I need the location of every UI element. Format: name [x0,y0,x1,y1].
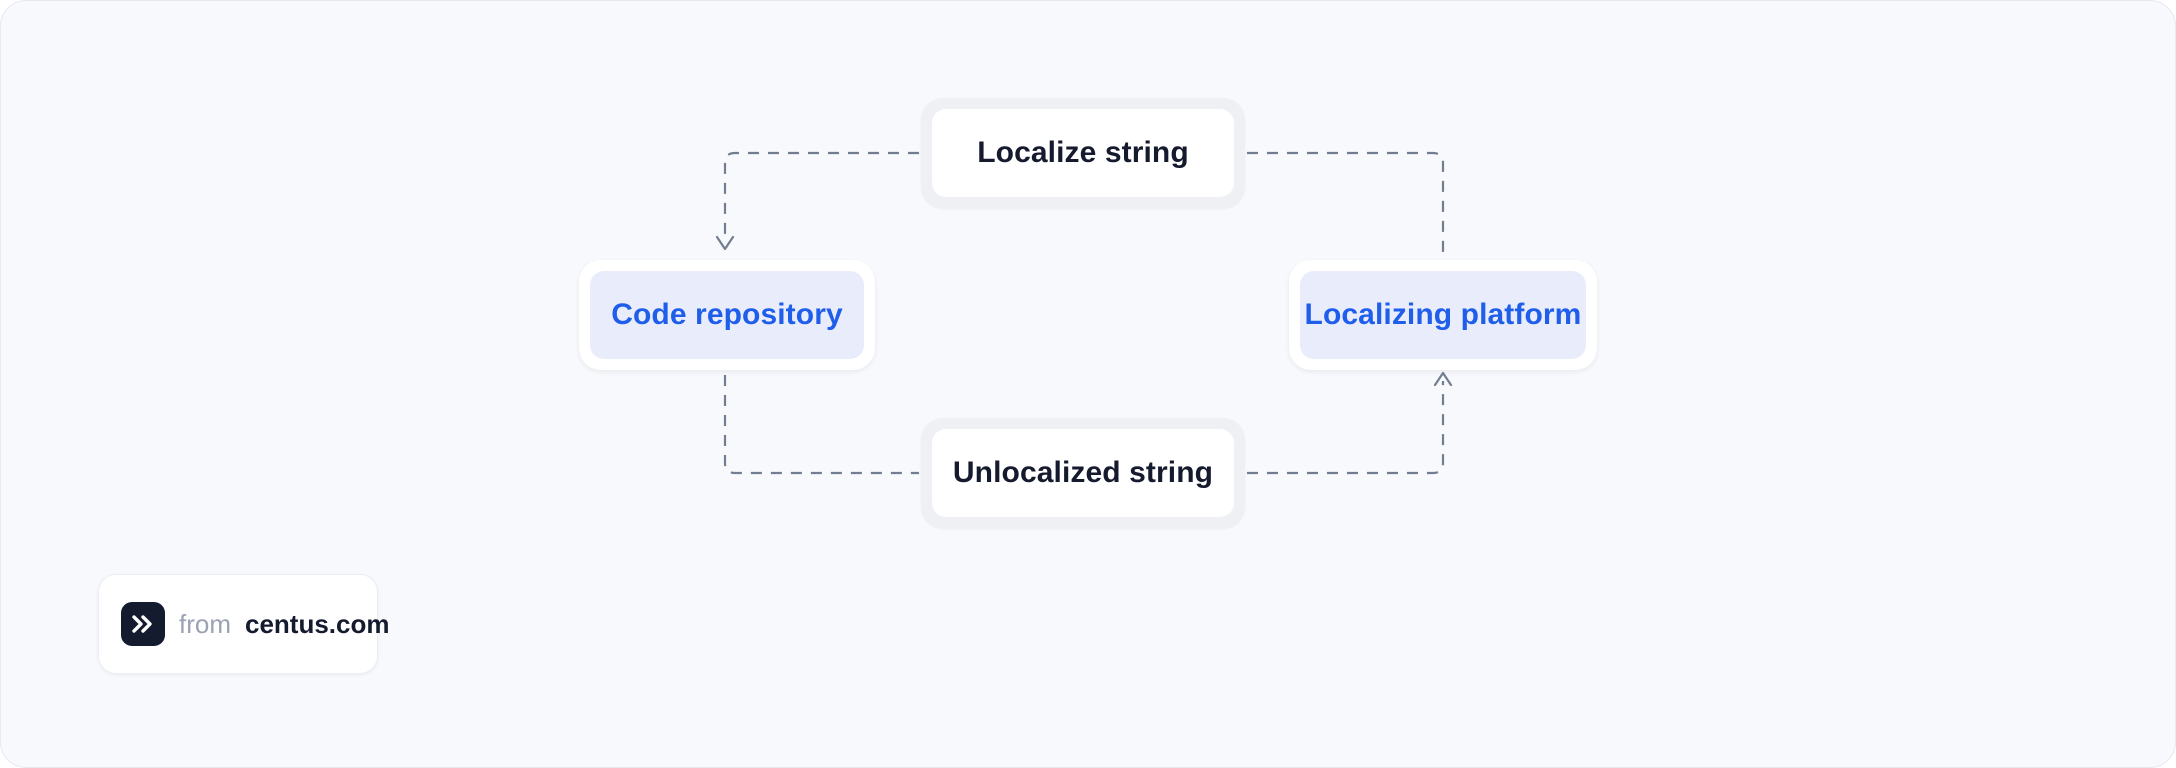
node-unlocalized-string-label: Unlocalized string [952,456,1214,489]
node-code-repository-card: Code repository [590,271,864,359]
edge-localize-string-to-code-repository [723,151,919,241]
attribution-badge[interactable]: from centus.com [98,574,390,674]
node-localizing-platform-card: Localizing platform [1300,271,1586,359]
node-code-repository-label: Code repository [611,298,843,331]
node-localize-string[interactable]: Localize string [921,98,1245,208]
node-unlocalized-string[interactable]: Unlocalized string [921,418,1245,528]
arrowhead-down-code-repository [715,235,735,251]
node-localize-string-card: Localize string [932,109,1234,197]
node-localizing-platform[interactable]: Localizing platform [1289,260,1597,370]
edge-unlocalized-string-to-localizing-platform [1247,381,1445,475]
edge-localize-string-to-localizing-platform [1247,151,1445,257]
arrowhead-up-localizing-platform [1433,371,1453,387]
node-localizing-platform-label: Localizing platform [1304,298,1582,331]
edge-code-repository-to-unlocalized-string [723,375,919,475]
node-localize-string-label: Localize string [977,136,1189,169]
double-chevron-right-icon [121,602,165,646]
node-unlocalized-string-card: Unlocalized string [932,429,1234,517]
attribution-site-label: centus.com [245,608,390,639]
node-code-repository[interactable]: Code repository [579,260,875,370]
attribution-from-label: from [179,608,231,639]
